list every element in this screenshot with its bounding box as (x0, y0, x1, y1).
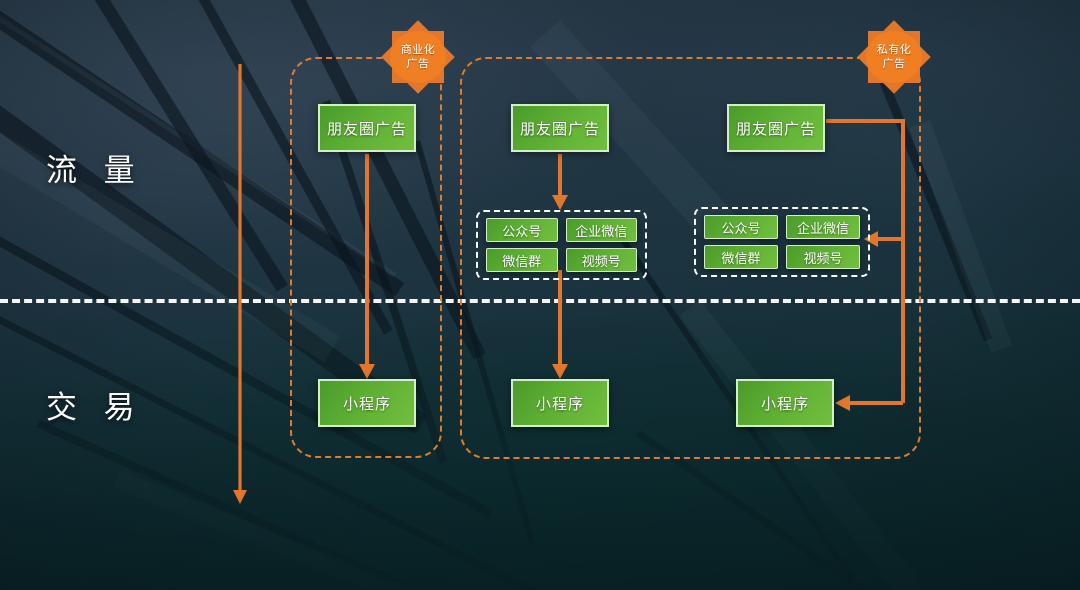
badge-line-1: 私有化 (876, 44, 912, 56)
node-mini-program-private-right[interactable]: 小程序 (736, 379, 834, 427)
channel-item-official-account[interactable]: 公众号 (704, 215, 778, 239)
badge-line-1: 商业化 (400, 44, 436, 56)
node-moments-ad-commercial[interactable]: 朋友圈广告 (318, 104, 416, 152)
traffic-transaction-divider (0, 299, 1080, 303)
section-label-transaction: 交 易 (46, 390, 144, 425)
node-mini-program-private-left[interactable]: 小程序 (511, 379, 609, 427)
channel-item-work-wechat[interactable]: 企业微信 (786, 215, 860, 239)
channel-item-video-account[interactable]: 视频号 (565, 248, 637, 272)
badge-line-2: 广告 (406, 58, 430, 70)
badge-commercial-ad: 商业化 广告 (381, 20, 455, 94)
node-mini-program-commercial[interactable]: 小程序 (318, 379, 416, 427)
channel-group-private-left: 公众号 企业微信 微信群 视频号 (476, 210, 647, 280)
badge-circle (390, 31, 446, 83)
channel-item-video-account[interactable]: 视频号 (786, 245, 860, 269)
channel-item-work-wechat[interactable]: 企业微信 (565, 218, 637, 242)
badge-circle (866, 31, 922, 83)
zone-commercial-ad (290, 57, 442, 458)
node-moments-ad-private-right[interactable]: 朋友圈广告 (727, 104, 825, 152)
badge-private-label: 私有化 广告 (857, 20, 931, 94)
channel-item-official-account[interactable]: 公众号 (486, 218, 558, 242)
node-moments-ad-private-left[interactable]: 朋友圈广告 (511, 104, 609, 152)
badge-line-2: 广告 (882, 58, 906, 70)
channel-item-wechat-group[interactable]: 微信群 (486, 248, 558, 272)
badge-private-ad: 私有化 广告 (857, 20, 931, 94)
channel-item-wechat-group[interactable]: 微信群 (704, 245, 778, 269)
section-label-traffic: 流 量 (46, 153, 144, 188)
channel-group-private-right: 公众号 企业微信 微信群 视频号 (694, 207, 870, 277)
badge-commercial-label: 商业化 广告 (381, 20, 455, 94)
zone-private-ad (460, 57, 921, 459)
